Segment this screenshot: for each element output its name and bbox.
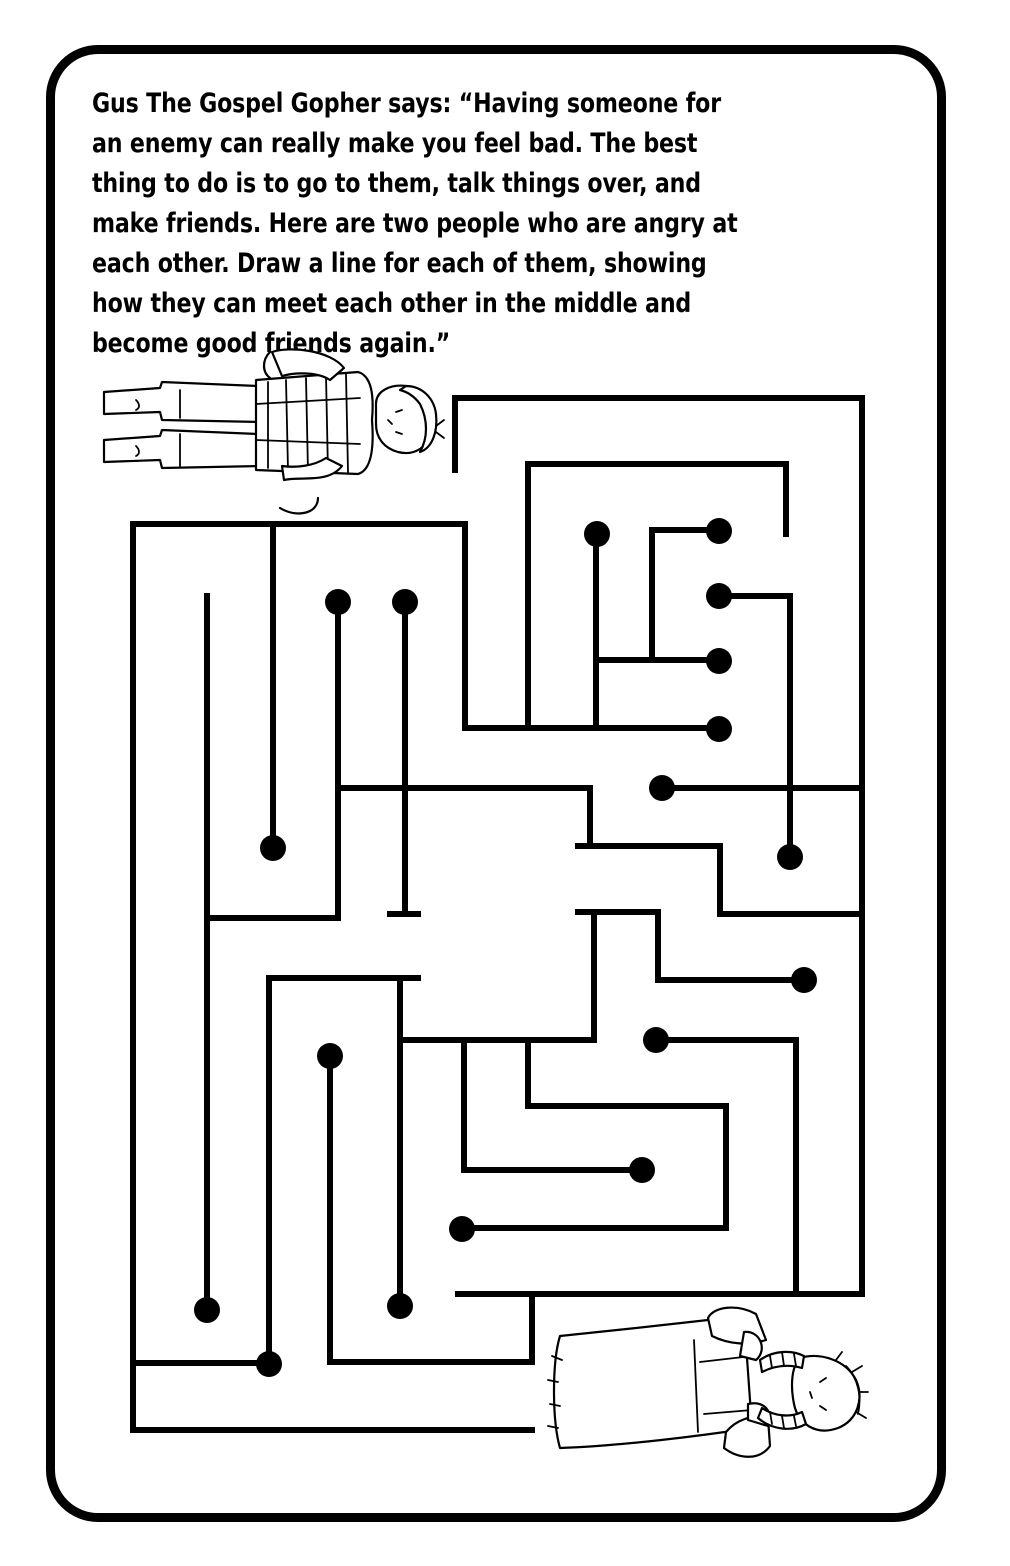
instructions-message: “Having someone for an enemy can really … — [92, 88, 738, 359]
maze-wall-mid-step — [575, 843, 865, 917]
maze-dot — [777, 844, 803, 870]
maze-dot — [706, 648, 732, 674]
maze-dot — [392, 589, 418, 615]
maze-dot — [449, 1216, 475, 1242]
maze-wall-bottom-nub — [327, 1053, 535, 1365]
instructions-text: Gus The Gospel Gopher says: “Having some… — [92, 84, 748, 364]
maze-dot — [643, 1027, 669, 1053]
maze-wall-top-right — [452, 395, 865, 1297]
maze-dot — [649, 775, 675, 801]
maze-dot — [584, 521, 610, 547]
maze-dot — [260, 835, 286, 861]
maze-wall-lower-inner2 — [459, 1037, 729, 1231]
maze-wall-upper-hook2 — [649, 527, 721, 663]
maze-dot — [256, 1351, 282, 1377]
maze-wall-right-hook — [715, 593, 793, 859]
maze-dot — [706, 716, 732, 742]
maze-wall-lower-step — [591, 909, 807, 983]
speaker-label: Gus The Gospel Gopher says: — [92, 88, 452, 119]
maze-dots — [194, 518, 817, 1377]
maze-wall-lower-inner — [461, 1037, 645, 1173]
maze-dot — [791, 967, 817, 993]
maze-dot — [629, 1157, 655, 1183]
maze-wall-mid-left — [206, 599, 341, 921]
maze-wall-lower-bar — [397, 909, 597, 1043]
maze-dot — [387, 1293, 413, 1319]
maze-wall-bottom-left — [130, 521, 721, 1433]
maze-wall-lower-frame — [266, 975, 421, 1367]
angry-boy-figure — [102, 348, 445, 515]
maze-walls — [130, 395, 865, 1433]
maze-dot — [706, 583, 732, 609]
maze-wall-lower-right-hook — [653, 1037, 799, 1297]
maze-dot — [317, 1043, 343, 1069]
maze-wall-mid-cross — [335, 785, 593, 849]
maze-dot — [194, 1297, 220, 1323]
maze-wall-upper-loop — [525, 461, 789, 731]
maze-dot — [706, 518, 732, 544]
maze-dot — [325, 589, 351, 615]
angry-girl-figure — [547, 1306, 869, 1458]
